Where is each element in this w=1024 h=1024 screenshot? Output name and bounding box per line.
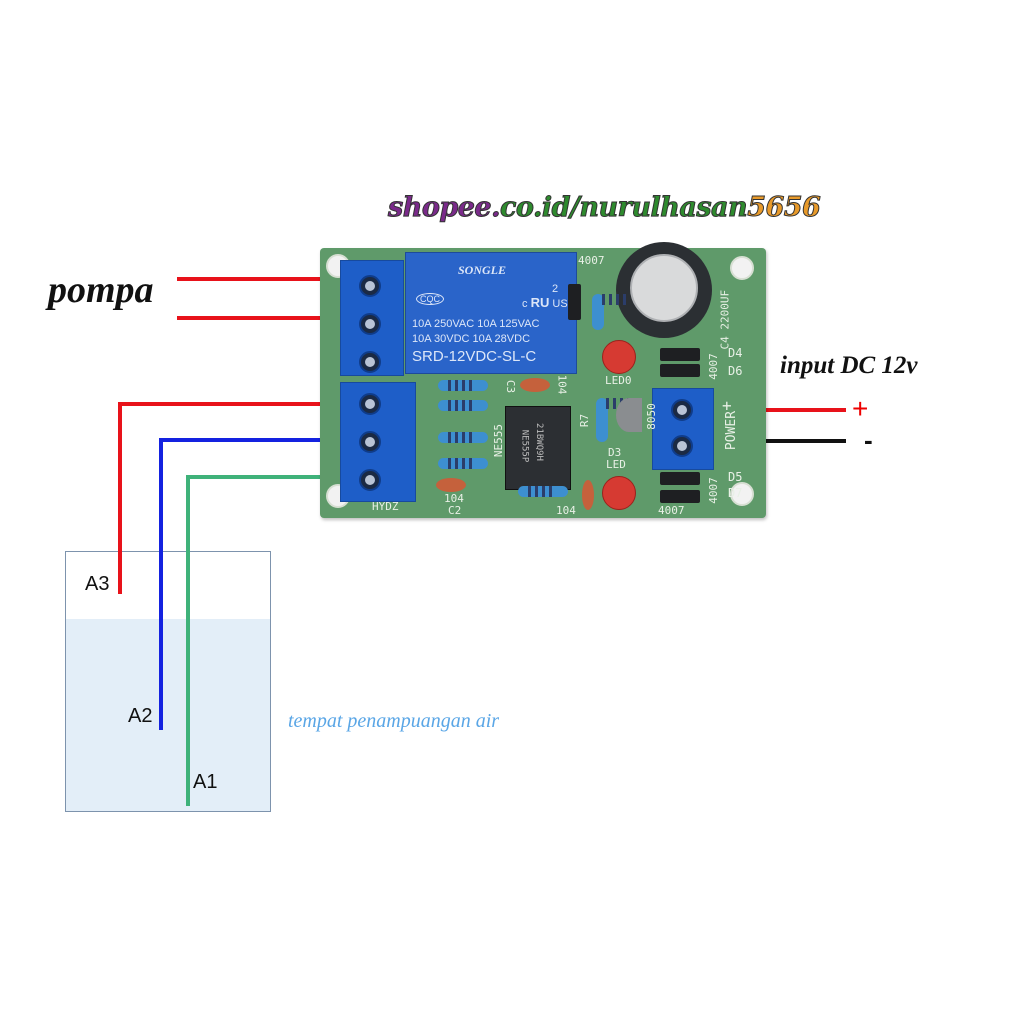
power-negative-wire <box>706 439 846 443</box>
negative-sign: - <box>864 425 873 455</box>
mount-hole-bottom-right <box>730 482 754 506</box>
silk-c3-value: 104 <box>555 374 569 395</box>
resistor <box>438 400 488 411</box>
silk-d6: D6 <box>728 364 743 378</box>
electrolytic-capacitor <box>616 242 712 338</box>
resistor <box>438 380 488 391</box>
watermark-part-2: co.id/nurulhasan <box>499 192 748 224</box>
probe-a2-wire-v <box>159 438 163 730</box>
pump-wire-2 <box>177 316 375 320</box>
capacitor-c2 <box>436 478 466 492</box>
shop-watermark: shopee.co.id/nurulhasan5656 <box>388 192 822 224</box>
led-d3 <box>602 476 636 510</box>
silk-d3: D3 <box>608 446 622 459</box>
terminal-screw[interactable] <box>359 431 381 453</box>
diode-d5 <box>660 472 700 485</box>
silk-ne555: NE555 <box>492 423 506 458</box>
diode-d7 <box>660 490 700 503</box>
silk-d5: D5 <box>728 470 743 484</box>
relay-cert-suffix: US <box>552 298 568 310</box>
silk-led0: LED0 <box>605 374 632 387</box>
ic-marking-1: 21BWQ9H <box>533 423 544 461</box>
silk-power: POWER <box>724 410 740 451</box>
terminal-screw[interactable] <box>359 351 381 373</box>
water-level <box>66 619 270 811</box>
tank-caption: tempat penampuangan air <box>288 710 500 732</box>
relay-brand: SONGLE <box>458 263 507 277</box>
probe-label-a1: A1 <box>193 771 218 793</box>
silk-r7: R7 <box>578 413 592 428</box>
silk-c3: C3 <box>504 379 518 394</box>
probe-a1-wire-h <box>186 475 354 479</box>
relay-rating-2: 10A 30VDC 10A 28VDC <box>412 333 531 345</box>
pump-terminal-block <box>340 260 404 376</box>
relay-rating-1: 10A 250VAC 10A 125VAC <box>412 318 540 330</box>
mount-hole-top-right <box>730 256 754 280</box>
silk-hydz: HYDZ <box>372 500 399 513</box>
controller-pcb: HYDZ POWER + SONGLE CQC 2 c RU US 10A 25… <box>320 242 766 518</box>
ic-marking-2: NE555P <box>519 429 530 463</box>
power-terminal-block <box>652 388 714 470</box>
pump-label: pompa <box>48 269 154 311</box>
transistor-8050 <box>616 398 642 432</box>
probe-a1-wire-v <box>186 475 190 806</box>
probe-a2-wire-h <box>159 438 355 442</box>
probe-label-a3: A3 <box>85 573 110 595</box>
silk-d46-part: 4007 <box>706 353 720 380</box>
silk-d-top: 4007 <box>578 254 605 267</box>
capacitor-c3 <box>520 378 550 392</box>
silk-c2: C2 <box>448 504 462 517</box>
silk-d7: D7 <box>728 486 743 500</box>
resistor-r7 <box>596 398 632 442</box>
capacitor-top <box>630 254 698 322</box>
water-tank <box>65 551 271 812</box>
terminal-screw[interactable] <box>359 275 381 297</box>
probe-terminal-block <box>340 382 416 502</box>
relay-model: SRD-12VDC-SL-C <box>412 348 537 365</box>
watermark-part-1: shopee. <box>388 192 501 224</box>
resistor-top <box>592 294 628 330</box>
capacitor-bottom <box>582 480 594 510</box>
power-positive-wire <box>712 408 846 412</box>
led-0 <box>602 340 636 374</box>
relay-cert-mark: RU <box>530 295 550 310</box>
relay-cert-cqc: CQC <box>416 293 444 305</box>
probe-a3-wire-v <box>118 402 122 594</box>
ne555-ic: 21BWQ9H NE555P <box>505 406 571 490</box>
pump-wire-1 <box>177 277 375 281</box>
silk-8050: 8050 <box>644 403 658 430</box>
diode-d6 <box>660 364 700 377</box>
resistor <box>438 458 488 469</box>
silk-d4: D4 <box>728 346 743 360</box>
diode-top <box>568 284 581 320</box>
relay-cert-ul: c RU US <box>522 295 568 310</box>
resistor-bottom <box>518 486 568 497</box>
silk-capacitor: C4 2200UF <box>718 289 732 350</box>
relay: SONGLE CQC 2 c RU US 10A 250VAC 10A 125V… <box>405 252 577 374</box>
positive-sign: + <box>852 393 869 424</box>
relay-cert-number: 2 <box>552 283 559 295</box>
silk-d57-part: 4007 <box>706 477 720 504</box>
probe-label-a2: A2 <box>128 705 153 727</box>
terminal-screw[interactable] <box>671 435 693 457</box>
relay-cert-prefix: c <box>522 298 528 310</box>
resistor <box>438 432 488 443</box>
silk-plus: + <box>722 396 732 415</box>
silk-c-bottom-value: 104 <box>556 504 576 517</box>
power-input-label: input DC 12v <box>780 352 918 379</box>
terminal-screw[interactable] <box>359 313 381 335</box>
watermark-part-3: 5656 <box>747 192 822 224</box>
silk-led: LED <box>606 458 626 471</box>
terminal-screw[interactable] <box>671 399 693 421</box>
silk-d-bottom: 4007 <box>658 504 685 517</box>
terminal-screw[interactable] <box>359 393 381 415</box>
silk-c2-value: 104 <box>444 492 464 505</box>
diode-d4 <box>660 348 700 361</box>
terminal-screw[interactable] <box>359 469 381 491</box>
probe-a3-wire-h <box>118 402 354 406</box>
